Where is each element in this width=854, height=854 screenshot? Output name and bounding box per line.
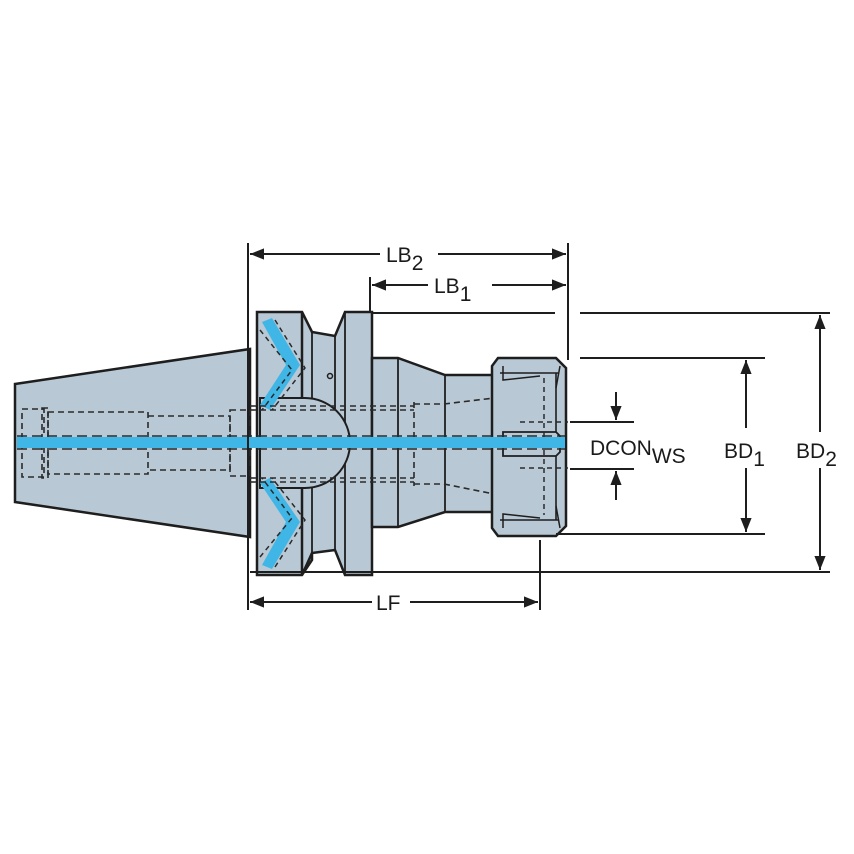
svg-text:LF: LF (376, 592, 401, 615)
dimension-label-bd1: BD1 (724, 440, 765, 471)
svg-text:LB1: LB1 (434, 275, 471, 306)
dimension-label-dcon-ws: DCONWS (590, 437, 686, 468)
svg-text:BD2: BD2 (796, 440, 837, 471)
dimension-label-bd2: BD2 (796, 440, 837, 471)
coolant-channel (17, 435, 565, 450)
dimension-label-lf: LF (376, 592, 401, 615)
dimension-label-lb1: LB1 (434, 275, 471, 306)
dimension-label-lb2: LB2 (386, 244, 423, 275)
dimension-lines (247, 243, 830, 610)
svg-text:DCONWS: DCONWS (590, 437, 686, 468)
svg-text:BD1: BD1 (724, 440, 765, 471)
svg-text:LB2: LB2 (386, 244, 423, 275)
